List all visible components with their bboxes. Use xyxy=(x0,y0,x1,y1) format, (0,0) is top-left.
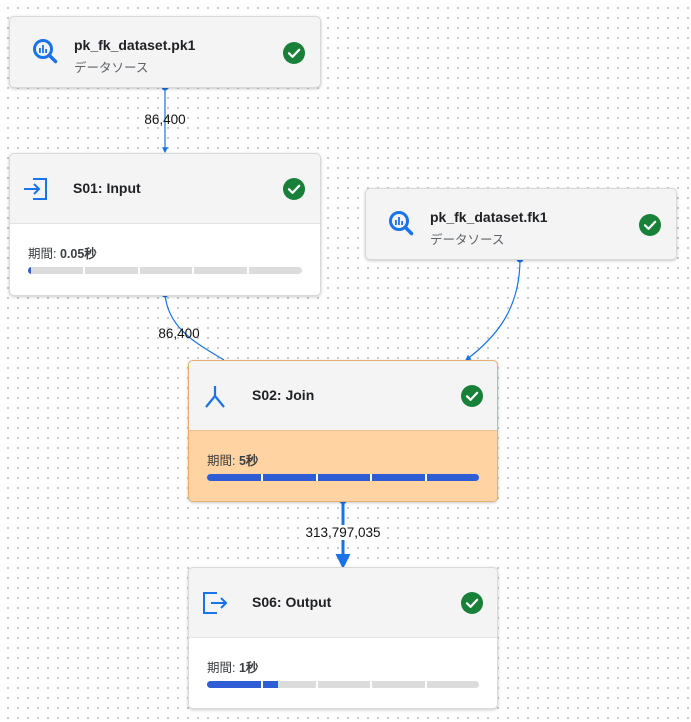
success-check-icon xyxy=(461,385,483,407)
duration-value: 0.05秒 xyxy=(59,247,97,261)
success-check-icon xyxy=(639,214,661,236)
success-check-icon xyxy=(283,42,305,64)
duration-label: 期間: xyxy=(28,247,57,261)
datasource-node-fk1[interactable]: pk_fk_dataset.fk1 データソース xyxy=(365,188,677,260)
progress-segment-divider xyxy=(261,681,264,688)
progress-segment-divider xyxy=(247,267,250,274)
edge-fk1-to-s02[interactable] xyxy=(465,255,524,361)
duration-progress-bar xyxy=(207,474,479,481)
duration-text: 期間: 1秒 xyxy=(207,657,258,676)
duration-text: 期間: 0.05秒 xyxy=(28,243,97,262)
progress-segment-divider xyxy=(424,681,427,688)
datasource-subtitle: データソース xyxy=(74,61,149,75)
duration-label: 期間: xyxy=(207,454,236,468)
progress-fill xyxy=(28,267,31,274)
bigquery-icon xyxy=(389,211,414,236)
progress-segment-divider xyxy=(370,474,373,481)
stage-metrics: 期間: 1秒 xyxy=(189,637,497,708)
stage-metrics: 期間: 5秒 xyxy=(189,430,497,501)
progress-segment-divider xyxy=(424,474,427,481)
join-icon xyxy=(205,386,225,408)
datasource-title: pk_fk_dataset.fk1 xyxy=(430,209,548,225)
edge-row-count-label: 86,400 xyxy=(158,326,200,341)
stage-header: S01: Input xyxy=(10,154,320,223)
progress-segment-divider xyxy=(315,681,318,688)
progress-fill xyxy=(207,681,278,688)
duration-text: 期間: 5秒 xyxy=(207,450,258,469)
bigquery-icon xyxy=(33,39,58,64)
edge-row-count-label: 313,797,035 xyxy=(303,525,383,540)
progress-segment-divider xyxy=(370,681,373,688)
progress-segment-divider xyxy=(261,474,264,481)
success-check-icon xyxy=(461,592,483,614)
datasource-node-pk1[interactable]: pk_fk_dataset.pk1 データソース xyxy=(9,16,321,88)
output-icon xyxy=(203,592,228,614)
stage-title: S01: Input xyxy=(73,180,141,196)
stage-header: S06: Output xyxy=(189,568,497,637)
stage-title: S02: Join xyxy=(252,387,315,403)
progress-fill xyxy=(207,474,479,481)
duration-progress-bar xyxy=(207,681,479,688)
success-check-icon xyxy=(283,178,305,200)
duration-value: 1秒 xyxy=(238,661,259,675)
input-icon xyxy=(24,178,47,200)
stage-header: S02: Join xyxy=(189,361,497,430)
duration-progress-bar xyxy=(28,267,302,274)
stage-title: S06: Output xyxy=(252,594,332,610)
stage-node-s01[interactable]: S01: Input 期間: 0.05秒 xyxy=(9,153,321,296)
duration-label: 期間: xyxy=(207,661,236,675)
edge-row-count-label: 86,400 xyxy=(144,112,186,127)
progress-segment-divider xyxy=(137,267,140,274)
progress-segment-divider xyxy=(315,474,318,481)
progress-segment-divider xyxy=(192,267,195,274)
stage-node-s06[interactable]: S06: Output 期間: 1秒 xyxy=(188,567,498,709)
stage-node-s02[interactable]: S02: Join 期間: 5秒 xyxy=(188,360,498,502)
stage-metrics: 期間: 0.05秒 xyxy=(10,223,320,295)
duration-value: 5秒 xyxy=(238,454,259,468)
datasource-title: pk_fk_dataset.pk1 xyxy=(74,37,196,53)
progress-segment-divider xyxy=(82,267,85,274)
datasource-subtitle: データソース xyxy=(430,233,505,247)
